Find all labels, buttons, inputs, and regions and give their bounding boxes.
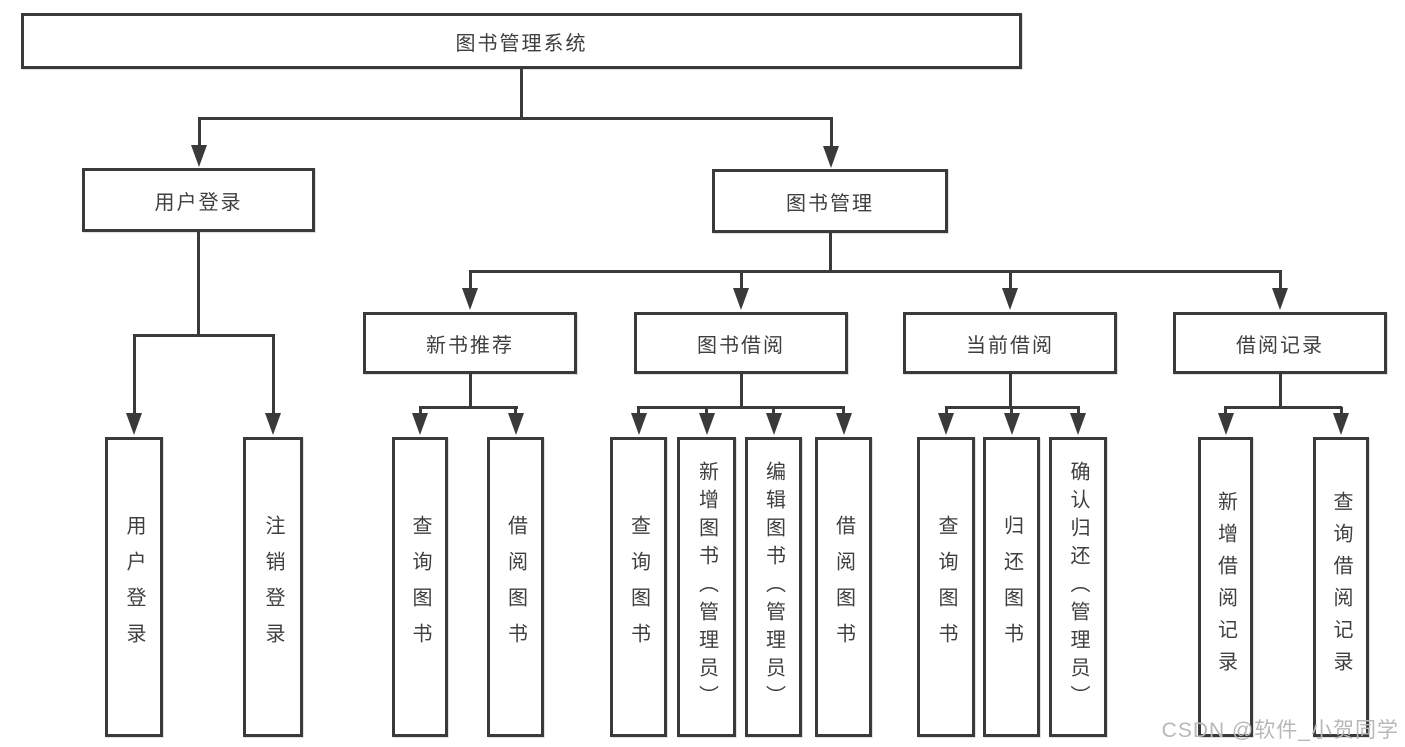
arrowhead-down-icon [1272,288,1288,310]
node-label: 借阅图书 [832,515,855,659]
node-current-borrowing: 当前借阅 [903,312,1117,374]
arrowhead-down-icon [823,146,839,168]
connector-line [829,118,833,148]
arrowhead-down-icon [698,413,715,435]
connector-line [197,116,833,120]
arrowhead-down-icon [1070,413,1086,435]
leaf-return-books: 归还图书 [983,437,1040,737]
connector-line [468,269,1282,273]
arrowhead-down-icon [1002,288,1018,310]
node-label: 归还图书 [1000,515,1023,659]
arrowhead-down-icon [507,413,524,435]
arrowhead-down-icon [191,145,207,167]
connector-line [468,374,472,408]
arrowhead-down-icon [835,413,852,435]
leaf-borrow-books-recommend: 借阅图书 [487,437,544,737]
arrowhead-down-icon [1217,413,1234,435]
node-user-login: 用户登录 [82,168,315,232]
node-label: 查询图书 [935,515,957,659]
node-label: 注销登录 [262,515,284,659]
leaf-user-login: 用户登录 [105,437,163,737]
node-label: 用户登录 [123,515,145,659]
leaf-query-books-recommend: 查询图书 [392,437,448,737]
arrowhead-down-icon [630,413,647,435]
node-label: 查询图书 [409,515,431,659]
connector-line [132,333,275,337]
node-new-book-recommend: 新书推荐 [363,312,577,374]
connector-line [739,271,743,292]
connector-line [828,233,832,272]
node-label: 当前借阅 [966,334,1054,357]
arrowhead-down-icon [1333,413,1349,435]
leaf-logout: 注销登录 [243,437,303,737]
node-label: 编辑图书（管理员） [762,461,785,713]
connector-line [739,374,743,408]
node-book-management: 图书管理 [712,169,948,233]
node-borrow-records: 借阅记录 [1173,312,1387,374]
connector-line [197,118,201,148]
node-label: 借阅记录 [1236,334,1324,357]
connector-line [468,271,472,292]
leaf-confirm-return-admin: 确认归还（管理员） [1049,437,1107,737]
connector-line [1224,405,1342,409]
leaf-query-borrow-record: 查询借阅记录 [1313,437,1369,737]
arrowhead-down-icon [126,413,142,435]
leaf-query-books-borrowing: 查询图书 [610,437,667,737]
connector-line [519,69,523,119]
node-label: 新增图书（管理员） [695,461,718,713]
leaf-add-borrow-record: 新增借阅记录 [1198,437,1253,737]
connector-line [1008,271,1012,292]
arrowhead-down-icon [1003,413,1020,435]
node-label: 借阅图书 [504,515,527,659]
node-label: 用户登录 [154,191,243,214]
leaf-borrow-books: 借阅图书 [815,437,872,737]
connector-line [1278,374,1282,408]
leaf-add-books-admin: 新增图书（管理员） [677,437,736,737]
node-label: 图书管理系统 [455,32,588,55]
connector-line [637,405,845,409]
arrowhead-down-icon [765,413,782,435]
node-label: 确认归还（管理员） [1067,461,1089,713]
arrowhead-down-icon [938,413,954,435]
arrowhead-down-icon [412,413,428,435]
node-label: 新增借阅记录 [1214,491,1237,683]
leaf-query-books-current: 查询图书 [917,437,975,737]
arrowhead-down-icon [462,288,478,310]
node-book-borrowing: 图书借阅 [634,312,848,374]
connector-line [1278,271,1282,292]
connector-line [197,232,200,336]
csdn-watermark: CSDN @软件_小贺同学 [1161,719,1399,742]
node-label: 查询图书 [627,515,650,659]
leaf-edit-books-admin: 编辑图书（管理员） [745,437,802,737]
connector-line [1008,374,1012,408]
node-label: 图书借阅 [697,334,785,357]
node-label: 新书推荐 [426,334,514,357]
node-label: 查询借阅记录 [1330,491,1352,683]
arrowhead-down-icon [265,413,281,435]
connector-line [271,335,275,418]
node-label: 图书管理 [786,192,874,215]
arrowhead-down-icon [733,288,749,310]
connector-line [132,335,136,418]
node-root-library-system: 图书管理系统 [21,13,1022,69]
connector-line [418,405,518,409]
